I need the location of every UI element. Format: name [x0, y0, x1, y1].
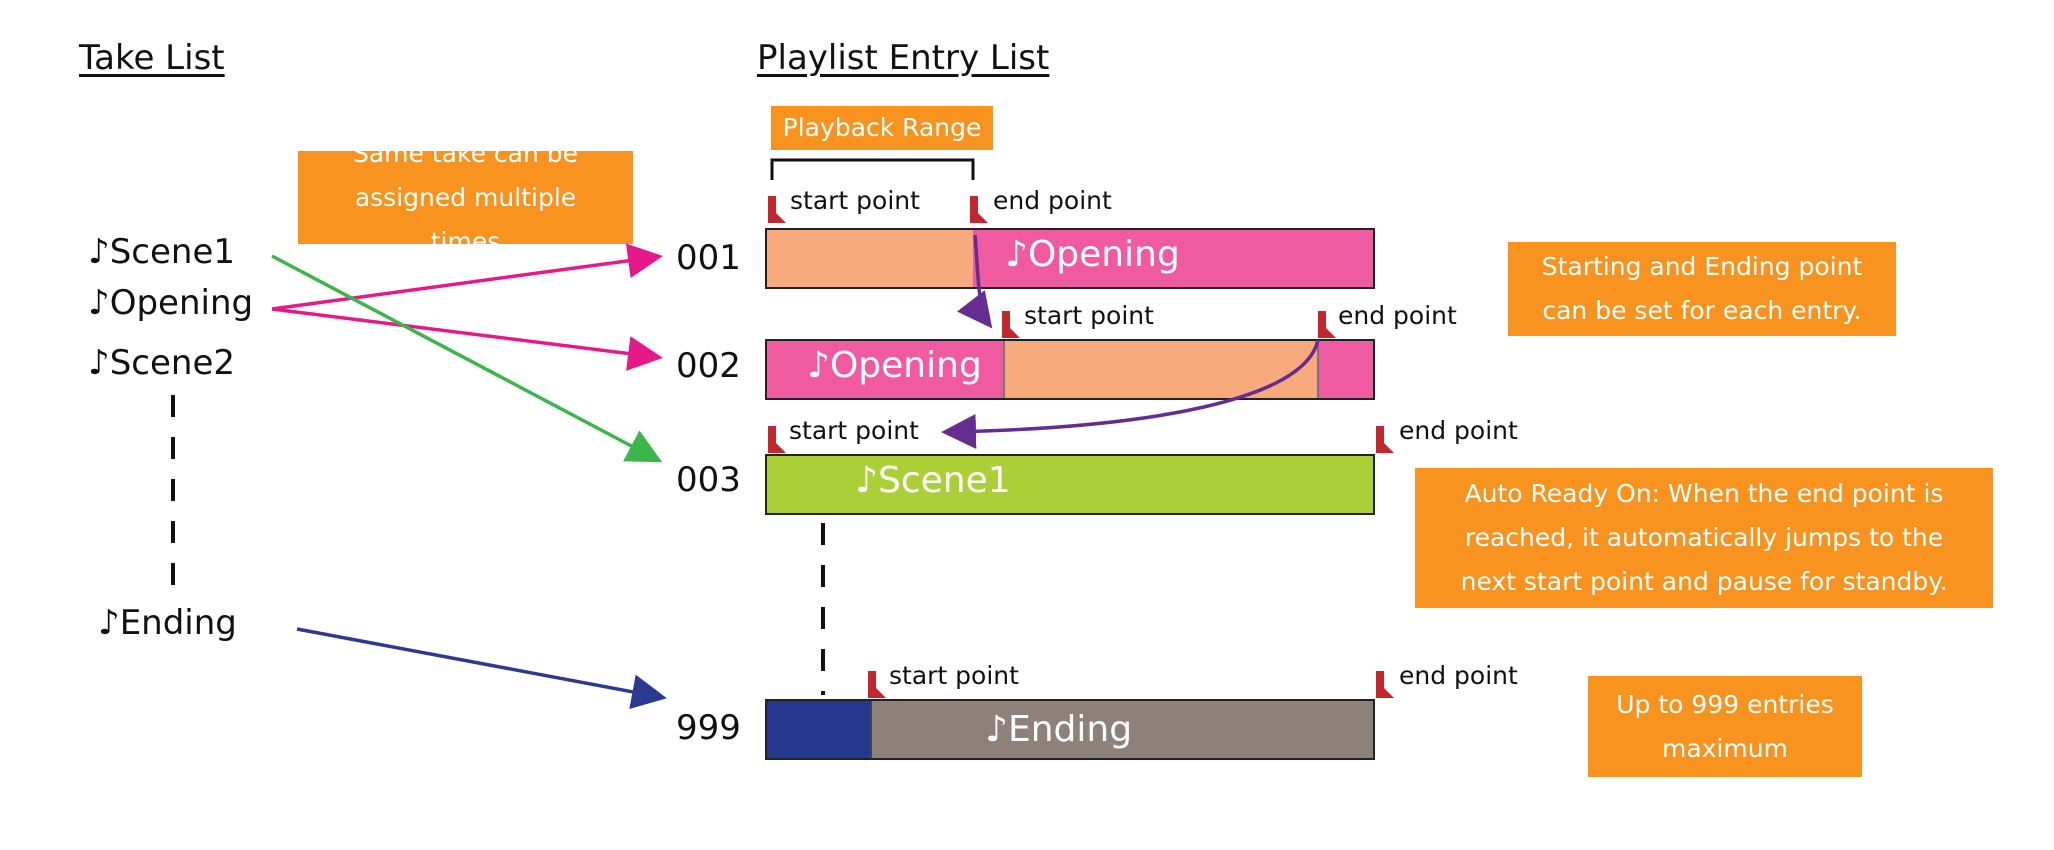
start-point-label: start point: [889, 661, 1019, 690]
end-marker-icon: [1318, 311, 1336, 338]
end-marker-icon: [1376, 426, 1394, 453]
start-marker-icon: [1002, 311, 1020, 338]
take-scene1: ♪Scene1: [88, 232, 235, 272]
entry-bar-002-label: ♪Opening: [807, 345, 982, 386]
entry-bar-999: ♪Ending: [765, 699, 1375, 760]
auto-ready-note: Auto Ready On: When the end point is rea…: [1415, 468, 1993, 608]
pre-start-segment: [767, 701, 872, 758]
end-marker-icon: [1376, 671, 1394, 698]
jump-arrow-002-to-003: [941, 339, 1320, 449]
end-point-label: end point: [1399, 661, 1518, 690]
start-end-note: Starting and Ending point can be set for…: [1508, 242, 1896, 336]
playback-range-segment: [767, 230, 973, 287]
playback-range-bracket: [770, 158, 975, 180]
take-ending: ♪Ending: [98, 603, 237, 643]
start-point-label: start point: [789, 416, 919, 445]
start-marker-icon: [868, 671, 886, 698]
end-point-label: end point: [1338, 301, 1457, 330]
take-scene2: ♪Scene2: [88, 343, 235, 383]
end-marker-icon: [970, 196, 988, 223]
max-entries-note: Up to 999 entries maximum: [1588, 676, 1862, 777]
entry-bar-001: ♪Opening: [765, 228, 1375, 289]
end-point-label: end point: [993, 186, 1112, 215]
arrow-scene1-to-003: [271, 254, 663, 463]
entry-number-999: 999: [676, 708, 741, 748]
take-opening: ♪Opening: [88, 283, 254, 323]
entry-bar-999-label: ♪Ending: [985, 709, 1133, 750]
arrow-opening-to-002: [271, 307, 663, 371]
take-list-heading: Take List: [79, 38, 225, 78]
end-point-label: end point: [1399, 416, 1518, 445]
start-point-label: start point: [790, 186, 920, 215]
entry-bar-003: ♪Scene1: [765, 454, 1375, 515]
entry-bar-001-label: ♪Opening: [1005, 234, 1180, 275]
jump-arrow-001-to-002: [957, 234, 993, 329]
playlist-heading: Playlist Entry List: [757, 38, 1050, 78]
start-marker-icon: [768, 196, 786, 223]
arrow-ending-to-999: [296, 627, 667, 710]
arrow-opening-to-001: [271, 243, 663, 311]
entry-number-002: 002: [676, 346, 741, 386]
entry-number-001: 001: [676, 238, 741, 278]
start-point-label: start point: [1024, 301, 1154, 330]
entry-number-003: 003: [676, 460, 741, 500]
start-marker-icon: [768, 426, 786, 453]
playback-range-note: Playback Range: [771, 106, 993, 150]
entry-bar-003-label: ♪Scene1: [855, 460, 1011, 501]
